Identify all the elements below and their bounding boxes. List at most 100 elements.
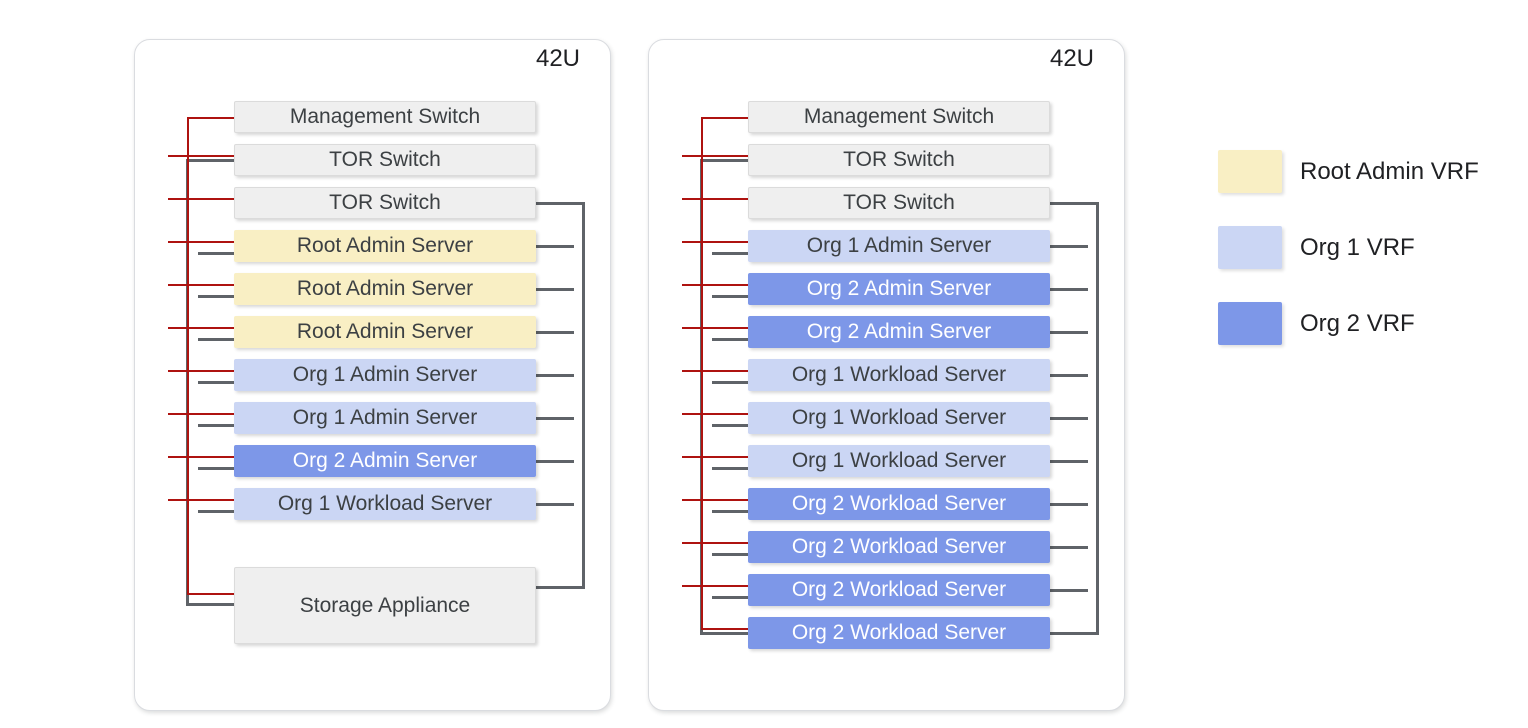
rack-2-mgmt-tap-4 [682,284,748,286]
rack-1-mgmt-tap-6 [168,370,234,372]
rack-1-unit-4-root-admin-server: Root Admin Server [234,273,536,305]
rack-1-data-stub-right-9 [536,503,574,506]
legend-item-org-2-vrf: Org 2 VRF [1218,302,1415,345]
legend-label-org-2-vrf: Org 2 VRF [1300,309,1415,337]
rack-2-unit-9-org-2-workload-server: Org 2 Workload Server [748,488,1050,520]
rack-2-mgmt-tap-5 [682,327,748,329]
rack-1-data-stub-right-7 [536,417,574,420]
legend-label-root-admin-vrf: Root Admin VRF [1300,157,1479,185]
rack-2-data-stub-right-11 [1050,589,1088,592]
rack-1-mgmt-tap-10 [187,593,234,595]
rack-2-unit-10-org-2-workload-server: Org 2 Workload Server [748,531,1050,563]
rack-2-unit-7-org-1-workload-server: Org 1 Workload Server [748,402,1050,434]
rack-2-mgmt-tap-11 [682,585,748,587]
rack-1-data-stub-left-4 [198,295,234,298]
rack-1-data-right-bus-top [536,202,582,205]
rack-1-unit-6-org-1-admin-server: Org 1 Admin Server [234,359,536,391]
rack-1-data-stub-left-8 [198,467,234,470]
rack-2-data-stub-right-4 [1050,288,1088,291]
rack-2-unit-11-org-2-workload-server: Org 2 Workload Server [748,574,1050,606]
rack-2-mgmt-tap-6 [682,370,748,372]
rack-2-data-stub-left-5 [712,338,748,341]
rack-1-unit-5-root-admin-server: Root Admin Server [234,316,536,348]
rack-1-unit-1-tor-switch: TOR Switch [234,144,536,176]
rack-2-mgmt-tap-10 [682,542,748,544]
rack-2-data-stub-left-9 [712,510,748,513]
rack-1-mgmt-bus [187,117,189,595]
rack-2-data-stub-right-3 [1050,245,1088,248]
rack-1-mgmt-tap-5 [168,327,234,329]
rack-1-data-stub-left-6 [198,381,234,384]
rack-2-data-stub-left-7 [712,424,748,427]
rack-2-data-stub-right-7 [1050,417,1088,420]
rack-1-unit-3-root-admin-server: Root Admin Server [234,230,536,262]
rack-2-mgmt-bus [701,117,703,630]
rack-2-data-stub-right-5 [1050,331,1088,334]
rack-1-data-stub-right-3 [536,245,574,248]
rack-1-data-right-bus-bottom [536,586,582,589]
legend-item-root-admin-vrf: Root Admin VRF [1218,150,1479,193]
rack-2-capacity-label: 42U [1049,45,1094,72]
rack-2-data-stub-left-4 [712,295,748,298]
rack-1-capacity-label: 42U [535,45,580,72]
rack-1-unit-0-management-switch: Management Switch [234,101,536,133]
rack-1-data-stub-left-3 [198,252,234,255]
rack-1-mgmt-tap-8 [168,456,234,458]
rack-1-mgmt-tap-3 [168,241,234,243]
legend-item-org-1-vrf: Org 1 VRF [1218,226,1415,269]
rack-1-unit-2-tor-switch: TOR Switch [234,187,536,219]
rack-2-mgmt-tap-3 [682,241,748,243]
rack-2-unit-12-org-2-workload-server: Org 2 Workload Server [748,617,1050,649]
legend-swatch-root-admin-vrf [1218,150,1282,193]
legend-label-org-1-vrf: Org 1 VRF [1300,233,1415,261]
rack-2-unit-4-org-2-admin-server: Org 2 Admin Server [748,273,1050,305]
rack-2-mgmt-tap-9 [682,499,748,501]
rack-1-data-stub-left-9 [198,510,234,513]
rack-1-data-stub-left-7 [198,424,234,427]
rack-1-mgmt-tap-1 [168,155,234,157]
rack-1-data-stub-right-5 [536,331,574,334]
rack-2-unit-2-tor-switch: TOR Switch [748,187,1050,219]
legend-swatch-org-2-vrf [1218,302,1282,345]
rack-1-data-stub-right-8 [536,460,574,463]
rack-1-mgmt-tap-2 [168,198,234,200]
rack-2-mgmt-tap-12 [701,628,748,630]
rack-2-mgmt-tap-0 [701,117,748,119]
rack-2-data-stub-right-8 [1050,460,1088,463]
rack-2-data-stub-left-8 [712,467,748,470]
rack-2-data-stub-right-6 [1050,374,1088,377]
rack-1-data-right-bus [582,202,585,589]
rack-1-unit-7-org-1-admin-server: Org 1 Admin Server [234,402,536,434]
rack-2-data-left-bus-top [700,159,748,162]
rack-2-mgmt-tap-7 [682,413,748,415]
rack-2-data-stub-right-9 [1050,503,1088,506]
rack-1-data-stub-right-4 [536,288,574,291]
rack-2-unit-1-tor-switch: TOR Switch [748,144,1050,176]
rack-1-unit-10-storage-appliance: Storage Appliance [234,567,536,644]
rack-2-data-stub-left-6 [712,381,748,384]
rack-2-data-right-bus [1096,202,1099,635]
rack-1-data-stub-left-5 [198,338,234,341]
rack-1-mgmt-tap-9 [168,499,234,501]
rack-2-data-stub-right-10 [1050,546,1088,549]
vrf-legend: Root Admin VRF Org 1 VRF Org 2 VRF [1218,150,1528,500]
rack-2-data-right-bus-bottom [1050,632,1096,635]
rack-1-mgmt-tap-4 [168,284,234,286]
rack-1-data-stub-right-6 [536,374,574,377]
legend-swatch-org-1-vrf [1218,226,1282,269]
rack-1-mgmt-tap-7 [168,413,234,415]
rack-2-mgmt-tap-1 [682,155,748,157]
rack-2-data-stub-left-3 [712,252,748,255]
rack-2-data-stub-left-11 [712,596,748,599]
rack-2-data-stub-left-10 [712,553,748,556]
rack-2-unit-3-org-1-admin-server: Org 1 Admin Server [748,230,1050,262]
rack-2-mgmt-tap-2 [682,198,748,200]
rack-2-unit-6-org-1-workload-server: Org 1 Workload Server [748,359,1050,391]
rack-2-unit-8-org-1-workload-server: Org 1 Workload Server [748,445,1050,477]
rack-2-data-right-bus-top [1050,202,1096,205]
rack-2-mgmt-tap-8 [682,456,748,458]
rack-1-unit-9-org-1-workload-server: Org 1 Workload Server [234,488,536,520]
